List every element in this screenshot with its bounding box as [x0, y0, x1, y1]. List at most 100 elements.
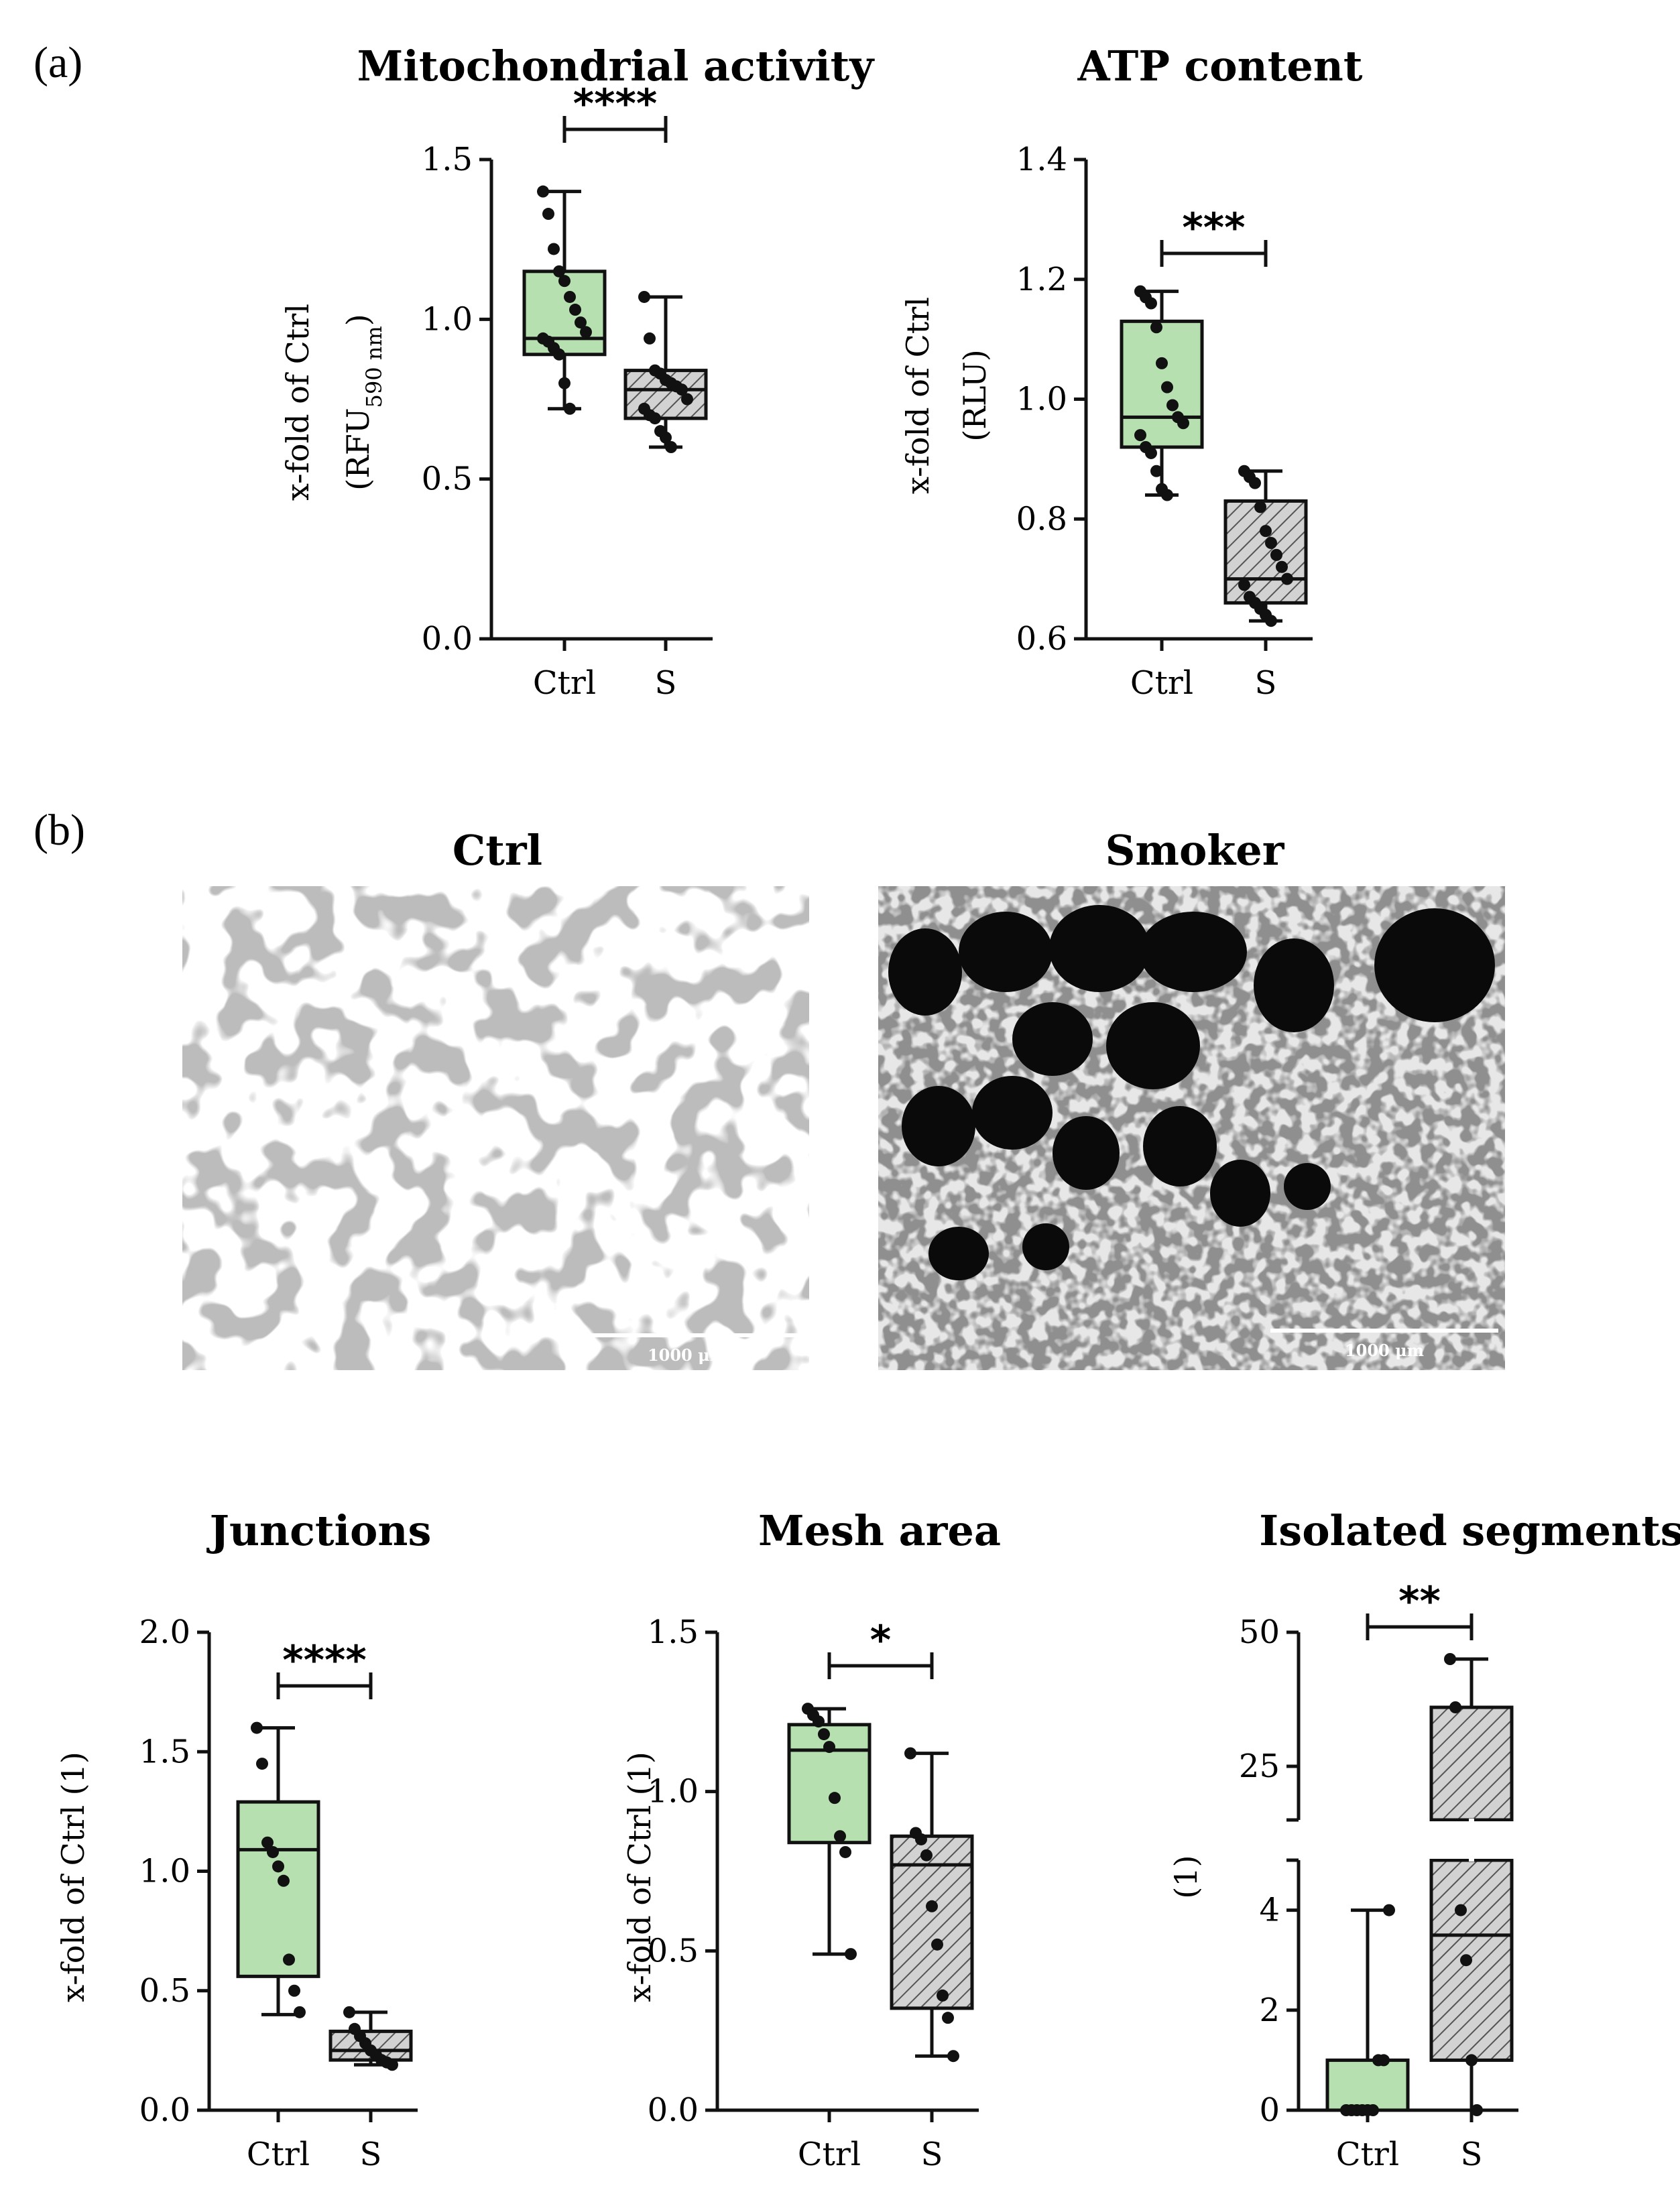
- data-point: [548, 243, 560, 255]
- x-tick-label: S: [360, 2136, 382, 2173]
- data-point: [542, 208, 554, 221]
- panel-label-b: (b): [34, 806, 85, 855]
- box-ctrl: [787, 1703, 872, 1961]
- y-tick-label: 0.5: [139, 1972, 190, 2010]
- data-point: [681, 393, 693, 406]
- data-point: [1265, 537, 1277, 549]
- data-point: [558, 377, 571, 389]
- y-tick-label: 0.0: [648, 2091, 699, 2129]
- y-tick-label: 1.0: [648, 1773, 699, 1811]
- data-point: [1166, 399, 1179, 412]
- data-point: [660, 431, 672, 444]
- significance-bracket: ****: [562, 80, 668, 143]
- x-tick-label: S: [921, 2136, 943, 2173]
- micrograph-ctrl: 1000 μm: [182, 886, 809, 1370]
- data-point: [1161, 489, 1173, 501]
- box-ctrl: [522, 185, 607, 415]
- data-point: [931, 1938, 943, 1951]
- data-point: [904, 1747, 916, 1760]
- box-s: [890, 1747, 974, 2063]
- box-s: [1223, 465, 1308, 627]
- y-tick-label: 1.5: [139, 1733, 190, 1770]
- data-point: [947, 2050, 959, 2063]
- data-point: [267, 1845, 279, 1858]
- image-title-smoker: Smoker: [1105, 826, 1285, 875]
- chart-title: Mesh area: [758, 1506, 1001, 1555]
- box-ctrl: [1325, 1904, 1410, 2116]
- y-axis-label-text: (1): [1168, 1855, 1204, 1898]
- significance-label: *: [870, 1617, 891, 1664]
- significance-label: ****: [282, 1637, 367, 1684]
- data-point: [272, 1860, 284, 1873]
- data-point: [1265, 615, 1277, 627]
- chart-title: Mitochondrial activity: [357, 42, 876, 90]
- data-point: [676, 383, 688, 396]
- data-point: [1449, 1701, 1461, 1713]
- x-tick-label: S: [655, 664, 677, 702]
- y-tick-label: 1.2: [1016, 261, 1067, 298]
- data-point: [1145, 297, 1157, 310]
- data-point: [1260, 525, 1272, 538]
- y-axis-label-line1: x-fold of Ctrl: [280, 304, 316, 501]
- data-point: [1378, 2054, 1390, 2067]
- data-point: [1134, 429, 1146, 442]
- smoker-holes: [888, 905, 1495, 1280]
- y-axis-label-line1: x-fold of Ctrl: [900, 297, 936, 494]
- data-point: [1276, 560, 1288, 573]
- data-point: [1238, 578, 1250, 591]
- data-point: [558, 275, 571, 288]
- image-title-ctrl: Ctrl: [453, 826, 542, 875]
- significance-label: ****: [573, 80, 658, 127]
- data-point: [1367, 2104, 1379, 2116]
- chart-title: Isolated segments: [1259, 1506, 1680, 1555]
- box-iqr: [1223, 499, 1308, 605]
- data-point: [283, 1953, 295, 1966]
- y-tick-label: 0.6: [1016, 620, 1067, 658]
- data-point: [569, 304, 581, 316]
- micrograph-smoker: 1000 μm: [878, 886, 1505, 1370]
- data-point: [942, 2012, 954, 2024]
- data-point: [1270, 548, 1282, 561]
- data-point: [1156, 357, 1168, 369]
- data-point: [829, 1792, 841, 1805]
- box-iqr: [890, 1834, 974, 2010]
- significance-label: ***: [1182, 204, 1245, 251]
- data-point: [343, 2006, 355, 2018]
- data-point: [1177, 417, 1189, 430]
- data-point: [564, 402, 576, 415]
- y-tick-label: 1.5: [648, 1613, 699, 1651]
- data-point: [1249, 477, 1261, 489]
- y-tick-label: 1.0: [422, 300, 473, 338]
- box-ctrl: [236, 1721, 320, 2018]
- box-s: [623, 290, 708, 453]
- data-point: [575, 316, 587, 329]
- data-point: [823, 1741, 835, 1754]
- y-axis-label: x-fold of Ctrl(RLU): [900, 297, 993, 494]
- y-axis-label-text: x-fold of Ctrl (1): [621, 1752, 658, 2002]
- scale-bar-ctrl: 1000 μm: [573, 1333, 801, 1365]
- data-point: [1383, 1904, 1395, 1916]
- scale-bar-smoker: 1000 μm: [1270, 1329, 1498, 1360]
- data-point: [1150, 321, 1162, 334]
- data-point: [937, 1989, 949, 2002]
- box-iqr: [1120, 319, 1204, 449]
- y-tick-label: 1.4: [1016, 141, 1067, 178]
- box-s: [1429, 1653, 1514, 2116]
- data-point: [278, 1874, 290, 1887]
- significance-bracket: *: [827, 1617, 934, 1679]
- data-point: [1150, 465, 1162, 477]
- y-tick-label: 2: [1259, 1992, 1280, 2029]
- data-point: [845, 1948, 857, 1961]
- data-point: [1471, 2104, 1483, 2116]
- data-point: [665, 441, 677, 453]
- box-iqr-upper: [1429, 1705, 1514, 1822]
- data-point: [1455, 1904, 1467, 1916]
- data-point: [649, 412, 661, 425]
- data-point: [1161, 381, 1173, 393]
- x-tick-label: Ctrl: [533, 664, 596, 702]
- significance-label: **: [1398, 1578, 1441, 1625]
- data-point: [580, 326, 592, 339]
